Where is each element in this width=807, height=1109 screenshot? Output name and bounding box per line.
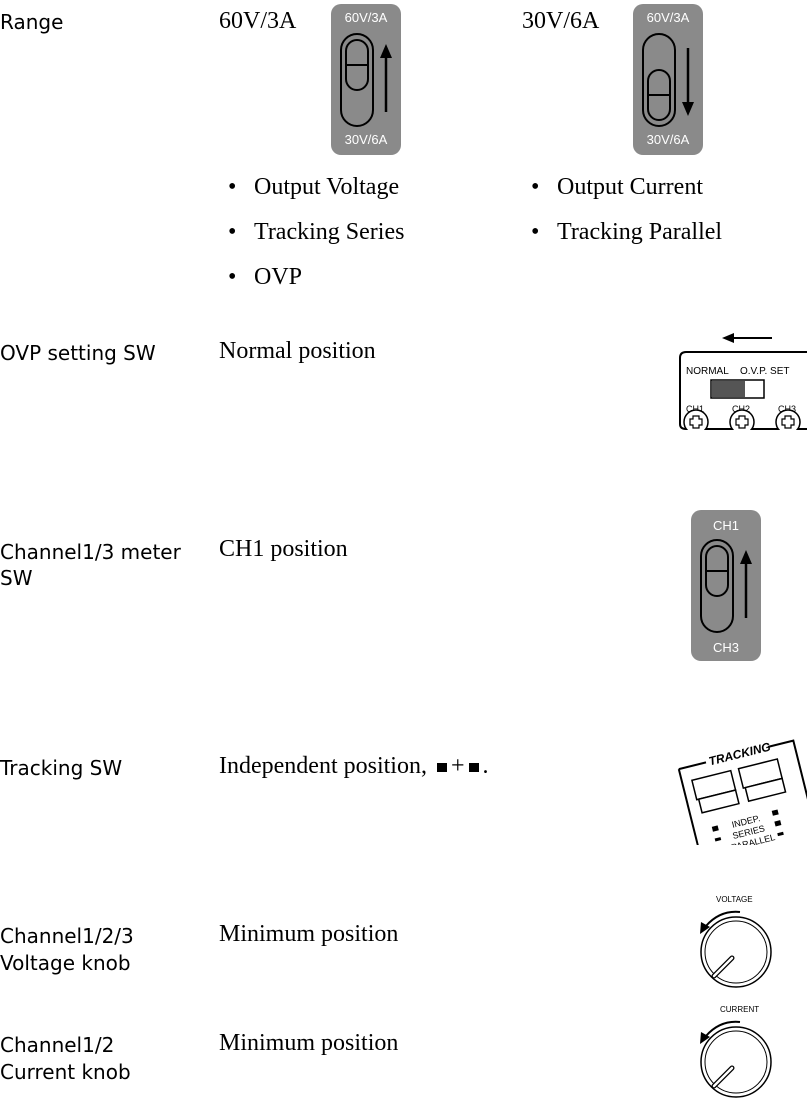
switch-top-label: 60V/3A bbox=[344, 10, 388, 25]
meter-desc: CH1 position bbox=[219, 536, 348, 562]
tracking-panel-figure: TRACKING INDEP. SERIES PARALLEL bbox=[670, 715, 807, 862]
ovp-ch3-text: CH3 bbox=[778, 404, 796, 414]
ovp-ch1-text: CH1 bbox=[686, 404, 704, 414]
toggle-up-icon bbox=[340, 33, 392, 127]
tracking-label: Tracking SW bbox=[0, 756, 123, 780]
voltage-knob-drawing: VOLTAGE bbox=[700, 895, 772, 988]
range-option-1: 60V/3A bbox=[219, 8, 297, 34]
switch-bottom-label: 30V/6A bbox=[646, 132, 690, 147]
voltage-desc: Minimum position bbox=[219, 921, 399, 947]
ovp-panel-figure: NORMAL O.V.P. SET CH1 CH2 CH3 bbox=[676, 328, 807, 435]
switch-bottom-label: 30V/6A bbox=[344, 132, 388, 147]
current-knob-drawing: CURRENT bbox=[700, 1005, 772, 1098]
voltage-label-line1: Channel1/2/3 bbox=[0, 924, 134, 948]
voltage-label-line2: Voltage knob bbox=[0, 951, 131, 975]
ovp-label: OVP setting SW bbox=[0, 341, 156, 365]
meter-switch: CH1 CH3 bbox=[691, 510, 761, 661]
ovp-desc: Normal position bbox=[219, 338, 376, 364]
switch-top-label: 60V/3A bbox=[646, 10, 690, 25]
screw-icon bbox=[729, 409, 755, 435]
meter-label-line1: Channel1/3 meter bbox=[0, 540, 181, 564]
toggle-down-icon bbox=[642, 33, 694, 127]
range-label: Range bbox=[0, 10, 64, 34]
bullet-item: •Tracking Series bbox=[228, 219, 405, 245]
ovp-ch2-text: CH2 bbox=[732, 404, 750, 414]
range-switch-down: 60V/3A 30V/6A bbox=[633, 4, 703, 155]
toggle-up-icon bbox=[700, 539, 752, 633]
bullet-item: •Output Current bbox=[531, 174, 703, 200]
button-pressed-icon bbox=[468, 762, 479, 772]
ovp-set-text: O.V.P. SET bbox=[740, 366, 789, 377]
voltage-knob-figure: VOLTAGE bbox=[672, 892, 782, 992]
current-knob-text: CURRENT bbox=[720, 1005, 759, 1014]
screw-icon bbox=[683, 409, 709, 435]
voltage-knob-text: VOLTAGE bbox=[716, 895, 753, 904]
bullet-item: •Output Voltage bbox=[228, 174, 400, 200]
range-option-2: 30V/6A bbox=[522, 8, 600, 34]
switch-bottom-label: CH3 bbox=[712, 640, 739, 655]
current-knob-figure: CURRENT bbox=[672, 1000, 782, 1104]
ovp-panel-drawing: NORMAL O.V.P. SET CH1 CH2 CH3 bbox=[679, 333, 807, 435]
current-label-line1: Channel1/2 bbox=[0, 1033, 115, 1057]
current-desc: Minimum position bbox=[219, 1030, 399, 1056]
bullet-item: •OVP bbox=[228, 264, 303, 290]
switch-top-label: CH1 bbox=[712, 518, 739, 533]
tracking-desc: Independent position, +. bbox=[219, 753, 489, 779]
bullet-item: •Tracking Parallel bbox=[531, 219, 723, 245]
screw-icon bbox=[775, 409, 801, 435]
range-switch-up: 60V/3A 30V/6A bbox=[331, 4, 401, 155]
tracking-panel-drawing: TRACKING INDEP. SERIES PARALLEL bbox=[677, 739, 807, 862]
button-pressed-icon bbox=[436, 762, 447, 772]
meter-label-line2: SW bbox=[0, 566, 33, 590]
current-label-line2: Current knob bbox=[0, 1060, 131, 1084]
ovp-normal-text: NORMAL bbox=[686, 366, 729, 377]
